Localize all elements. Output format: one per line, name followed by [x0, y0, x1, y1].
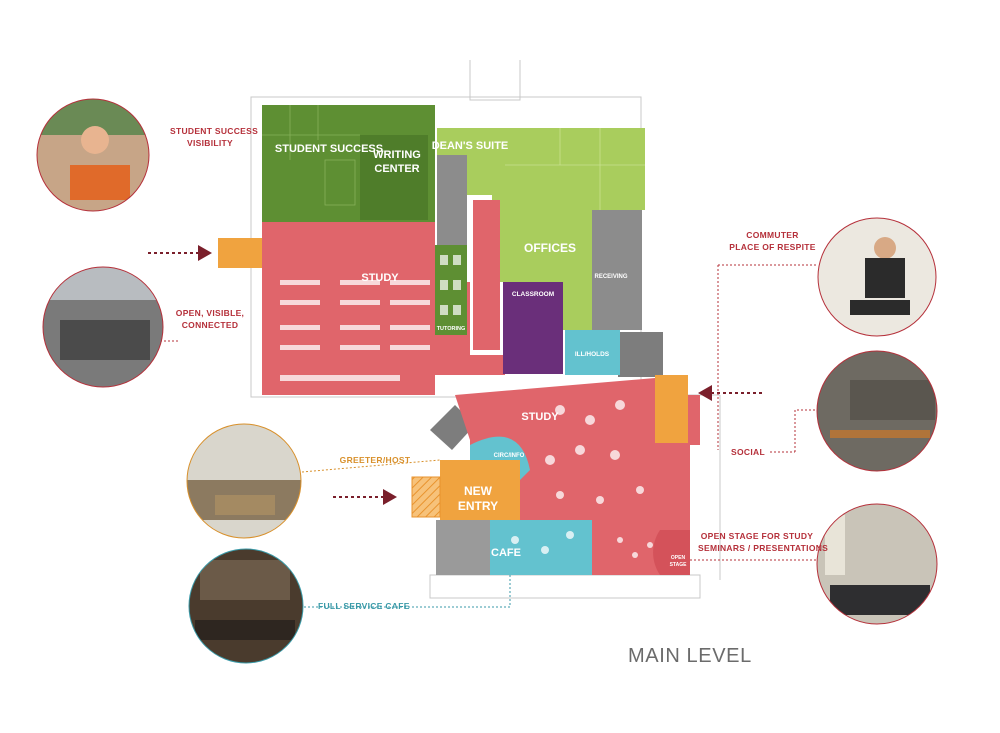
label-cafe: CAFE	[491, 547, 521, 559]
photo-greeter	[186, 423, 302, 539]
callout-student-success-line2: VISIBILITY	[187, 138, 233, 148]
callout-open-line2: CONNECTED	[181, 320, 239, 330]
p-marker-circle	[513, 376, 527, 390]
furniture-pattern	[280, 280, 653, 558]
label-deans-suite: DEAN'S SUITE	[432, 140, 509, 152]
label-offices: OFFICES	[524, 241, 576, 255]
callout-open-line1: OPEN, VISIBLE,	[175, 308, 245, 318]
callout-cafe: FULL SERVICE CAFE	[318, 601, 410, 611]
photo-social	[816, 350, 938, 472]
photo-open-stage	[816, 503, 938, 625]
new-entry-zone	[440, 460, 520, 520]
tutoring-zone	[435, 245, 467, 335]
photo-commuter	[817, 217, 937, 337]
callout-stage-line1: OPEN STAGE FOR STUDY	[700, 531, 814, 541]
label-writing-center-2: CENTER	[374, 163, 419, 175]
west-entry	[218, 238, 262, 268]
label-writing-center-1: WRITING	[373, 149, 421, 161]
label-ill-holds: ILL/HOLDS	[575, 351, 610, 358]
label-p: P	[518, 382, 522, 388]
label-open-stage-2: STAGE	[670, 562, 688, 568]
callout-commuter-line2: PLACE OF RESPITE	[729, 242, 816, 252]
callout-commuter-line1: COMMUTER	[746, 230, 799, 240]
entry-arrows	[148, 245, 762, 505]
callout-leaders	[152, 264, 818, 608]
label-study-east: STUDY	[521, 411, 559, 423]
ill-holds-zone	[565, 330, 620, 375]
label-classroom: CLASSROOM	[512, 291, 554, 298]
callout-student-success-line1: STUDENT SUCCESS	[170, 126, 259, 136]
label-receiving: RECEIVING	[594, 274, 627, 280]
east-entry	[655, 375, 688, 443]
photo-open-visible	[42, 266, 164, 388]
label-student-success: STUDENT SUCCESS	[275, 143, 383, 155]
open-stage-zone	[653, 530, 690, 575]
label-tutoring: TUTORING	[437, 326, 466, 332]
label-circ-info: CIRC/INFO	[494, 453, 525, 459]
callout-stage-line2: SEMINARS / PRESENTATIONS	[698, 543, 829, 553]
classroom-zone	[503, 282, 563, 374]
entry-vestibule	[411, 476, 441, 518]
student-success-zone	[262, 105, 435, 238]
photo-student-success	[36, 98, 150, 212]
study-west-zone	[262, 200, 505, 395]
label-new-entry-2: ENTRY	[458, 499, 498, 513]
label-study-west: STUDY	[361, 272, 399, 284]
photo-cafe	[188, 548, 304, 664]
page-title: MAIN LEVEL	[628, 645, 752, 667]
label-new-entry-1: NEW	[464, 484, 493, 498]
callout-social: SOCIAL	[731, 447, 765, 457]
study-east-zone	[455, 378, 700, 575]
callout-greeter: GREETER/HOST	[339, 455, 411, 465]
tutoring-grid	[440, 255, 461, 315]
label-open-stage-1: OPEN	[671, 555, 686, 561]
cafe-zone	[490, 520, 592, 575]
